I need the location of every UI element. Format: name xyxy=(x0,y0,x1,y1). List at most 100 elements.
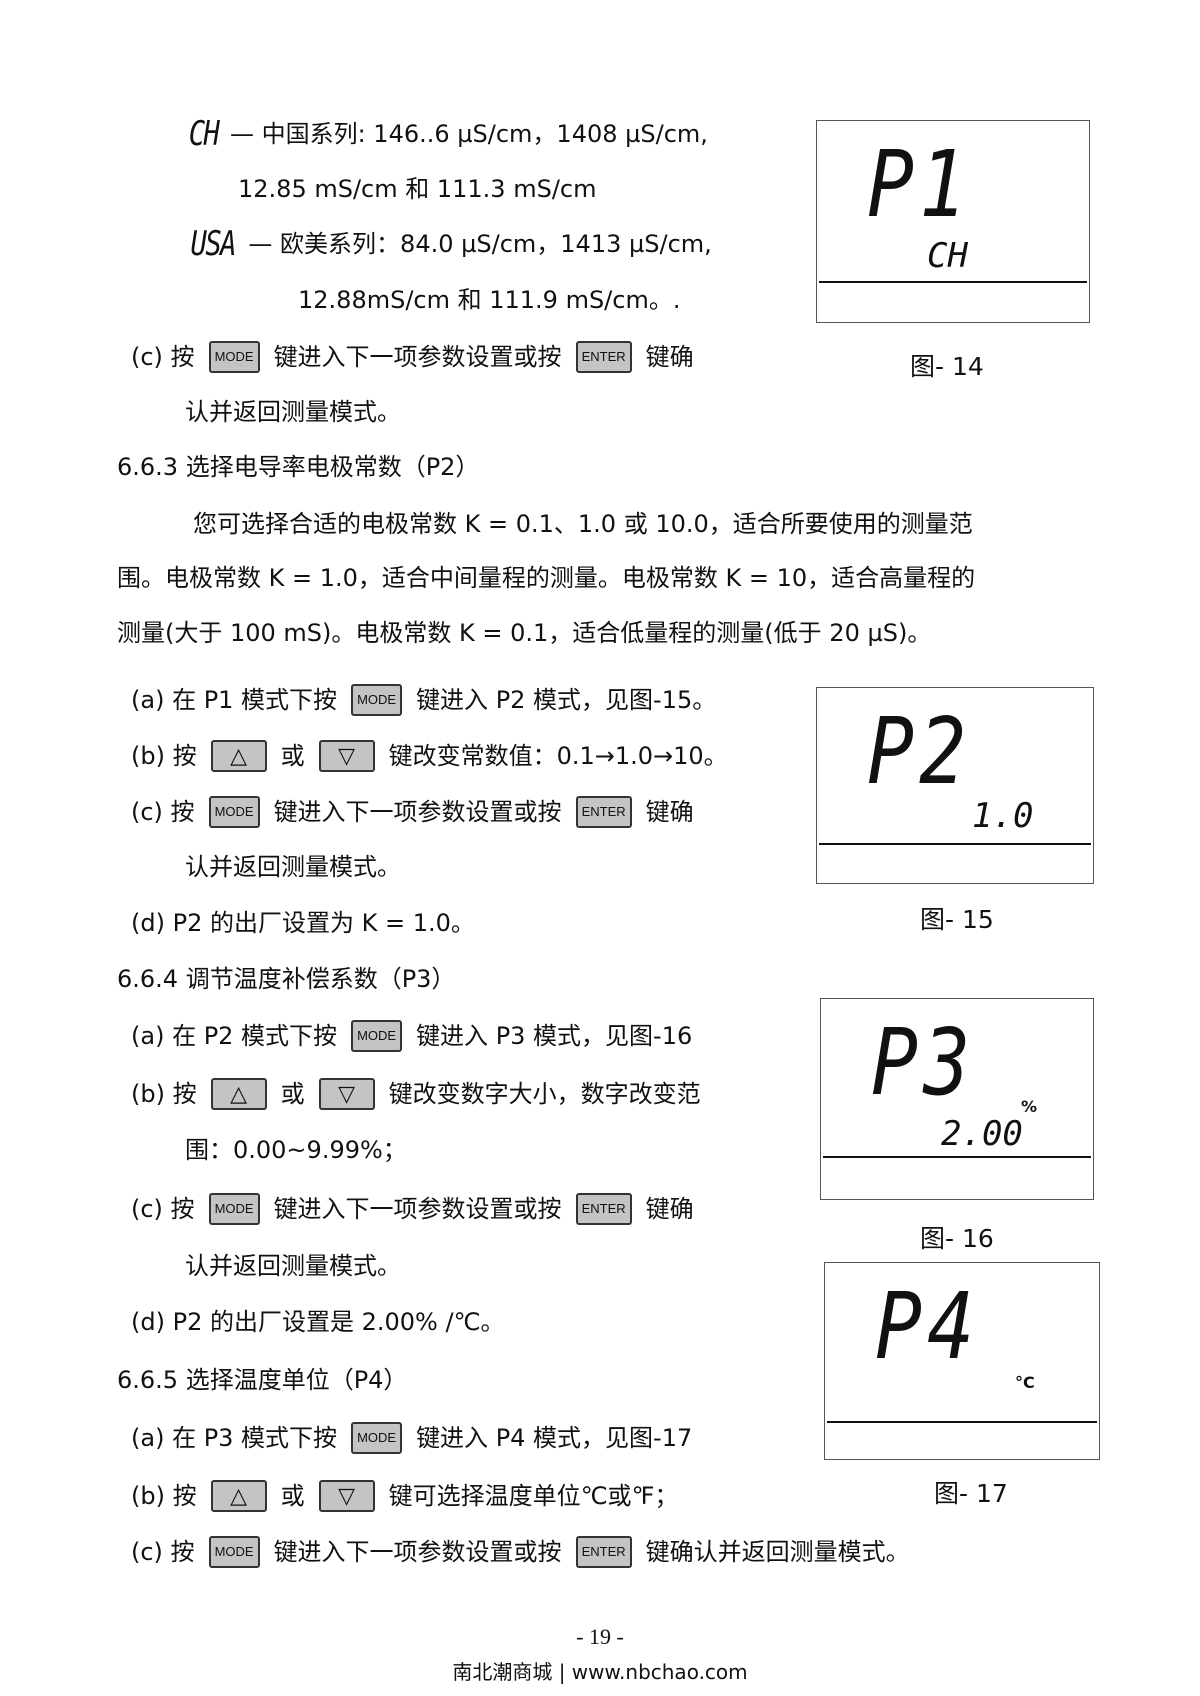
mode-key-icon: MODE xyxy=(208,1536,260,1568)
lcd-sub-text: CH xyxy=(927,236,968,276)
text: 键进入下一项参数设置或按 xyxy=(273,343,562,371)
text-line: 认并返回测量模式。 xyxy=(185,852,401,882)
enter-key-icon: ENTER xyxy=(575,341,632,373)
text: 认并返回测量模式。 xyxy=(185,398,401,426)
text: 围。电极常数 K = 1.0，适合中间量程的测量。电极常数 K = 10，适合高… xyxy=(117,564,976,592)
text: 键确 xyxy=(645,343,694,371)
footer-watermark: 南北潮商城 | www.nbchao.com xyxy=(452,1660,748,1684)
text: 键确 xyxy=(645,1195,694,1223)
lcd-unit: % xyxy=(1021,1097,1038,1116)
text-line: (c) 按 MODE 键进入下一项参数设置或按 ENTER 键确 xyxy=(131,796,694,828)
text: 认并返回测量模式。 xyxy=(185,1252,401,1280)
text: 或 xyxy=(280,742,305,770)
text: 您可选择合适的电极常数 K = 0.1、1.0 或 10.0，适合所要使用的测量… xyxy=(193,510,973,538)
figure-caption: 图- 15 xyxy=(920,905,994,934)
text-line: (d) P2 的出厂设置是 2.00% /℃。 xyxy=(131,1307,505,1337)
down-key-icon: ▽ xyxy=(318,740,375,772)
text: 6.6.5 选择温度单位（P4） xyxy=(117,1366,408,1394)
text-line: 您可选择合适的电极常数 K = 0.1、1.0 或 10.0，适合所要使用的测量… xyxy=(193,509,973,539)
mode-key-icon: MODE xyxy=(208,341,260,373)
mode-key-icon: MODE xyxy=(208,796,260,828)
up-key-icon: △ xyxy=(210,740,267,772)
enter-key-icon: ENTER xyxy=(575,1536,632,1568)
text: (d) P2 的出厂设置为 K = 1.0。 xyxy=(131,909,475,937)
text: (d) P2 的出厂设置是 2.00% /℃。 xyxy=(131,1308,505,1336)
text: 键确 xyxy=(645,798,694,826)
text: — 欧美系列：84.0 µS/cm，1413 µS/cm, xyxy=(248,230,712,258)
text-line: (a) 在 P3 模式下按 MODE 键进入 P4 模式，见图-17 xyxy=(131,1422,692,1454)
lcd-main-text: P3 xyxy=(871,1009,976,1116)
text: 6.6.3 选择电导率电极常数（P2） xyxy=(117,453,480,481)
text-line: 围。电极常数 K = 1.0，适合中间量程的测量。电极常数 K = 10，适合高… xyxy=(117,563,975,593)
text-line: CH — 中国系列: 146..6 µS/cm，1408 µS/cm, xyxy=(185,114,708,154)
text-line: USA — 欧美系列：84.0 µS/cm，1413 µS/cm, xyxy=(185,224,712,264)
text-line: 测量(大于 100 mS)。电极常数 K = 0.1，适合低量程的测量(低于 2… xyxy=(117,618,931,648)
text: 12.85 mS/cm 和 111.3 mS/cm xyxy=(238,175,597,203)
text: (a) 在 P1 模式下按 xyxy=(131,686,338,714)
lcd-divider xyxy=(823,1156,1091,1158)
text: 键确认并返回测量模式。 xyxy=(645,1538,910,1566)
text-line: (d) P2 的出厂设置为 K = 1.0。 xyxy=(131,908,475,938)
text: — 中国系列: 146..6 µS/cm，1408 µS/cm, xyxy=(229,120,708,148)
lcd-main-text: P1 xyxy=(867,131,972,238)
mode-key-icon: MODE xyxy=(208,1193,260,1225)
text-line: (a) 在 P1 模式下按 MODE 键进入 P2 模式，见图-15。 xyxy=(131,684,716,716)
lcd-label: CH xyxy=(188,114,220,154)
figure-caption: 图- 14 xyxy=(910,352,984,381)
text: (a) 在 P2 模式下按 xyxy=(131,1022,338,1050)
text: (a) 在 P3 模式下按 xyxy=(131,1424,338,1452)
text: 或 xyxy=(280,1482,305,1510)
text: 12.88mS/cm 和 111.9 mS/cm。. xyxy=(298,286,681,314)
enter-key-icon: ENTER xyxy=(575,796,632,828)
text: 测量(大于 100 mS)。电极常数 K = 0.1，适合低量程的测量(低于 2… xyxy=(117,619,932,647)
text: 围：0.00~9.99%； xyxy=(185,1136,407,1164)
down-key-icon: ▽ xyxy=(318,1078,375,1110)
text: (c) 按 xyxy=(131,798,195,826)
lcd-unit: °C xyxy=(1015,1373,1035,1392)
page-number: - 19 - xyxy=(576,1624,624,1649)
mode-key-icon: MODE xyxy=(351,1020,403,1052)
lcd-divider xyxy=(819,281,1087,283)
text-line: (c) 按 MODE 键进入下一项参数设置或按 ENTER 键确 xyxy=(131,341,694,373)
mode-key-icon: MODE xyxy=(351,684,403,716)
text-line: 认并返回测量模式。 xyxy=(185,1251,401,1281)
text: (b) 按 xyxy=(131,1080,197,1108)
text-line: (b) 按△或▽键改变常数值：0.1→1.0→10。 xyxy=(131,740,728,772)
lcd-sub-text: 2.00 xyxy=(941,1114,1023,1154)
text: (b) 按 xyxy=(131,1482,197,1510)
lcd-main-text: P4 xyxy=(875,1273,980,1380)
text: 或 xyxy=(280,1080,305,1108)
text-line: 12.85 mS/cm 和 111.3 mS/cm xyxy=(238,174,596,204)
text: 6.6.4 调节温度补偿系数（P3） xyxy=(117,965,456,993)
figure-caption: 图- 16 xyxy=(920,1224,994,1253)
lcd-label: USA xyxy=(190,224,237,264)
down-key-icon: ▽ xyxy=(318,1480,375,1512)
mode-key-icon: MODE xyxy=(351,1422,403,1454)
text-line: 6.6.5 选择温度单位（P4） xyxy=(117,1365,407,1395)
lcd-main-text: P2 xyxy=(867,698,972,805)
text-line: (b) 按 △ 或 ▽ 键可选择温度单位℃或℉； xyxy=(131,1480,678,1512)
up-key-icon: △ xyxy=(210,1480,267,1512)
text: 键改变常数值：0.1→1.0→10。 xyxy=(388,742,728,770)
text-line: 认并返回测量模式。 xyxy=(185,397,401,427)
text: 键进入 P2 模式，见图-15。 xyxy=(416,686,717,714)
text: (c) 按 xyxy=(131,343,195,371)
enter-key-icon: ENTER xyxy=(575,1193,632,1225)
text: 键可选择温度单位℃或℉； xyxy=(388,1482,679,1510)
text-line: 12.88mS/cm 和 111.9 mS/cm。. xyxy=(298,285,680,315)
figure-caption: 图- 17 xyxy=(934,1479,1008,1508)
lcd-display-figure: P4 °C xyxy=(824,1262,1100,1460)
text: 键进入下一项参数设置或按 xyxy=(273,798,562,826)
lcd-divider xyxy=(819,843,1091,845)
text-line: (b) 按△或▽键改变数字大小，数字改变范 xyxy=(131,1078,701,1110)
text-line: 围：0.00~9.99%； xyxy=(185,1135,407,1165)
text: 键进入 P4 模式，见图-17 xyxy=(416,1424,693,1452)
text-line: 6.6.3 选择电导率电极常数（P2） xyxy=(117,452,479,482)
